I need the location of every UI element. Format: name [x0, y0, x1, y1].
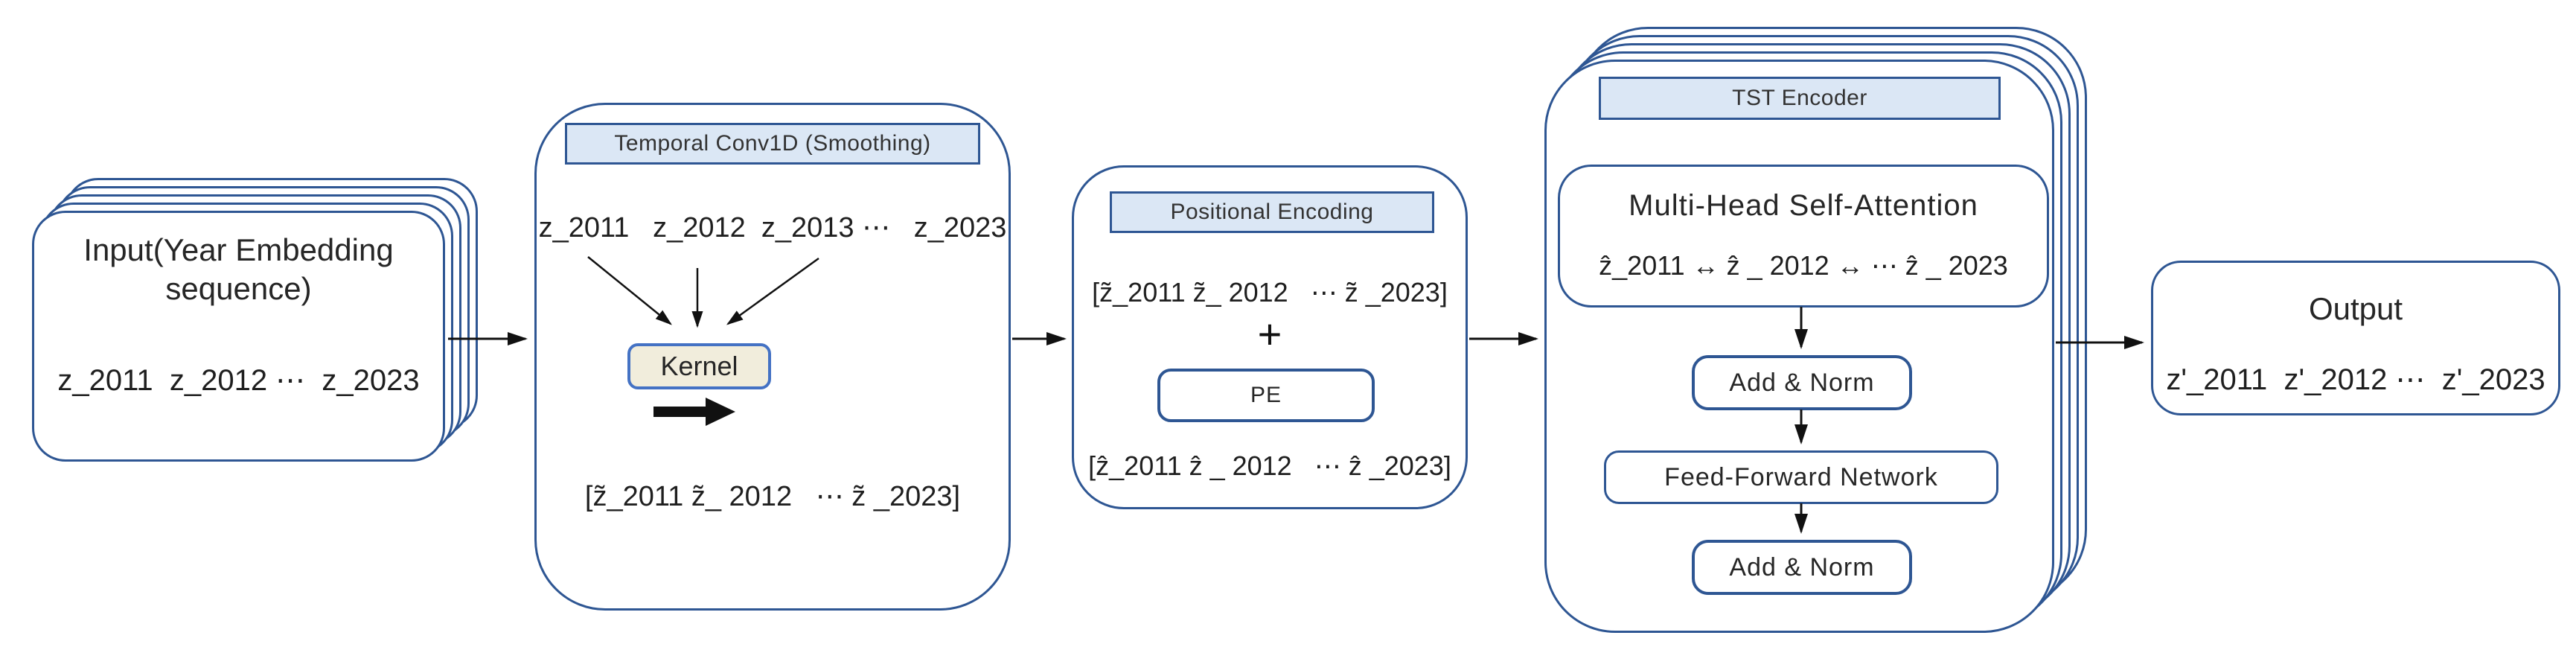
output-box: Output z'_2011 z'_2012 ⋯ z'_2023: [2151, 261, 2560, 415]
ffn-box: Feed-Forward Network: [1604, 450, 1998, 504]
input-card: Input(Year Embedding sequence) z_2011 z_…: [32, 211, 445, 462]
pe-box: Positional Encoding [z̃_2011 z̃_ 2012 ⋯ …: [1072, 165, 1468, 509]
kernel-label: Kernel: [660, 351, 738, 381]
mhsa-title: Multi-Head Self-Attention: [1629, 189, 1978, 222]
pe-output-sequence: [ẑ_2011 ẑ _ 2012 ⋯ ẑ _2023]: [1088, 450, 1451, 481]
pe-title: Positional Encoding: [1110, 191, 1434, 233]
input-sequence: z_2011 z_2012 ⋯ z_2023: [57, 364, 420, 397]
pe-input-sequence: [z̃_2011 z̃_ 2012 ⋯ z̃ _2023]: [1092, 277, 1448, 308]
conv-title: Temporal Conv1D (Smoothing): [565, 123, 980, 165]
conv-years: z_2011 z_2012 z_2013 ⋯ z_2023: [538, 212, 1007, 243]
tst-title: TST Encoder: [1599, 77, 2001, 120]
mhsa-sequence: ẑ_2011 ↔ ẑ _ 2012 ↔ ⋯ ẑ _ 2023: [1599, 250, 2008, 281]
conv-box: Temporal Conv1D (Smoothing) z_2011 z_201…: [534, 103, 1011, 611]
plus-sign: +: [1257, 310, 1282, 357]
add-norm-box-2: Add & Norm: [1692, 540, 1912, 595]
output-title: Output: [2308, 291, 2403, 326]
add-norm-box-1: Add & Norm: [1692, 355, 1912, 410]
input-title: Input(Year Embedding sequence): [83, 232, 394, 306]
mhsa-box: Multi-Head Self-Attention ẑ_2011 ↔ ẑ _ 2…: [1558, 165, 2049, 308]
add-norm-label-2: Add & Norm: [1729, 552, 1875, 582]
ffn-label: Feed-Forward Network: [1664, 462, 1938, 491]
tst-box: TST Encoder Multi-Head Self-Attention ẑ_…: [1544, 60, 2054, 633]
output-sequence: z'_2011 z'_2012 ⋯ z'_2023: [2166, 363, 2545, 396]
conv-result: [z̃_2011 z̃_ 2012 ⋯ z̃ _2023]: [584, 481, 961, 512]
add-norm-label-1: Add & Norm: [1729, 368, 1875, 397]
pe-inner-box: PE: [1157, 369, 1375, 422]
kernel-box: Kernel: [627, 343, 771, 389]
pe-label: PE: [1250, 383, 1282, 407]
